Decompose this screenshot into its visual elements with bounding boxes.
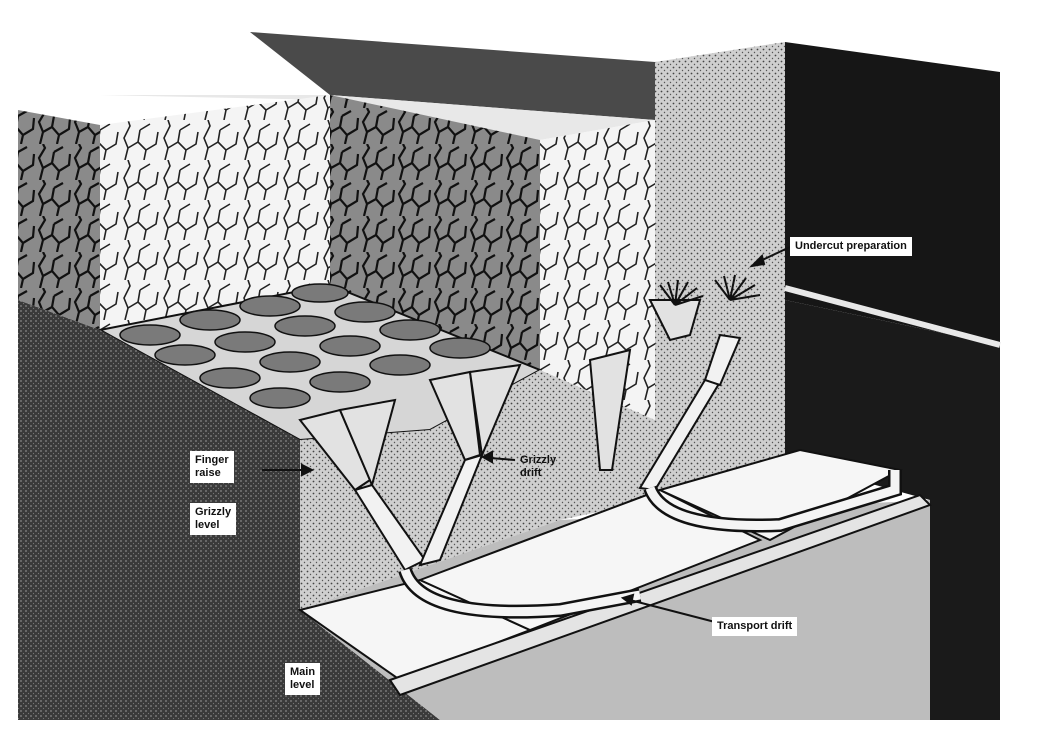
right-wall-ledge	[784, 285, 1001, 348]
leader-lines	[262, 246, 791, 623]
grizzly-drifts	[353, 333, 742, 572]
label-main-level: Main level	[285, 663, 321, 695]
label-undercut-preparation: Undercut preparation	[790, 237, 912, 256]
back-wall-center	[330, 95, 540, 370]
top-surface	[250, 32, 655, 120]
top-surface-light	[100, 95, 655, 140]
draw-bells	[119, 283, 491, 409]
right-wall-lower	[785, 300, 1000, 720]
undercut-fans	[659, 274, 761, 306]
label-grizzly-drift: Grizzly drift	[520, 454, 557, 479]
right-wall-upper	[785, 42, 1000, 345]
finger-raises	[298, 299, 702, 492]
transport-drift-rail	[388, 493, 932, 697]
left-rock-column	[18, 110, 100, 330]
back-wall-left	[100, 95, 330, 330]
label-grizzly-level: Grizzly level	[190, 503, 237, 535]
label-transport-drift: Transport drift	[712, 617, 798, 636]
front-face-light	[300, 370, 655, 610]
label-finger-raise: Finger raise	[190, 451, 234, 483]
back-wall-right	[540, 120, 655, 420]
loading-curve-left-inner	[400, 568, 641, 617]
right-wall-face	[655, 42, 785, 500]
loading-curve-right-inner	[645, 470, 900, 530]
